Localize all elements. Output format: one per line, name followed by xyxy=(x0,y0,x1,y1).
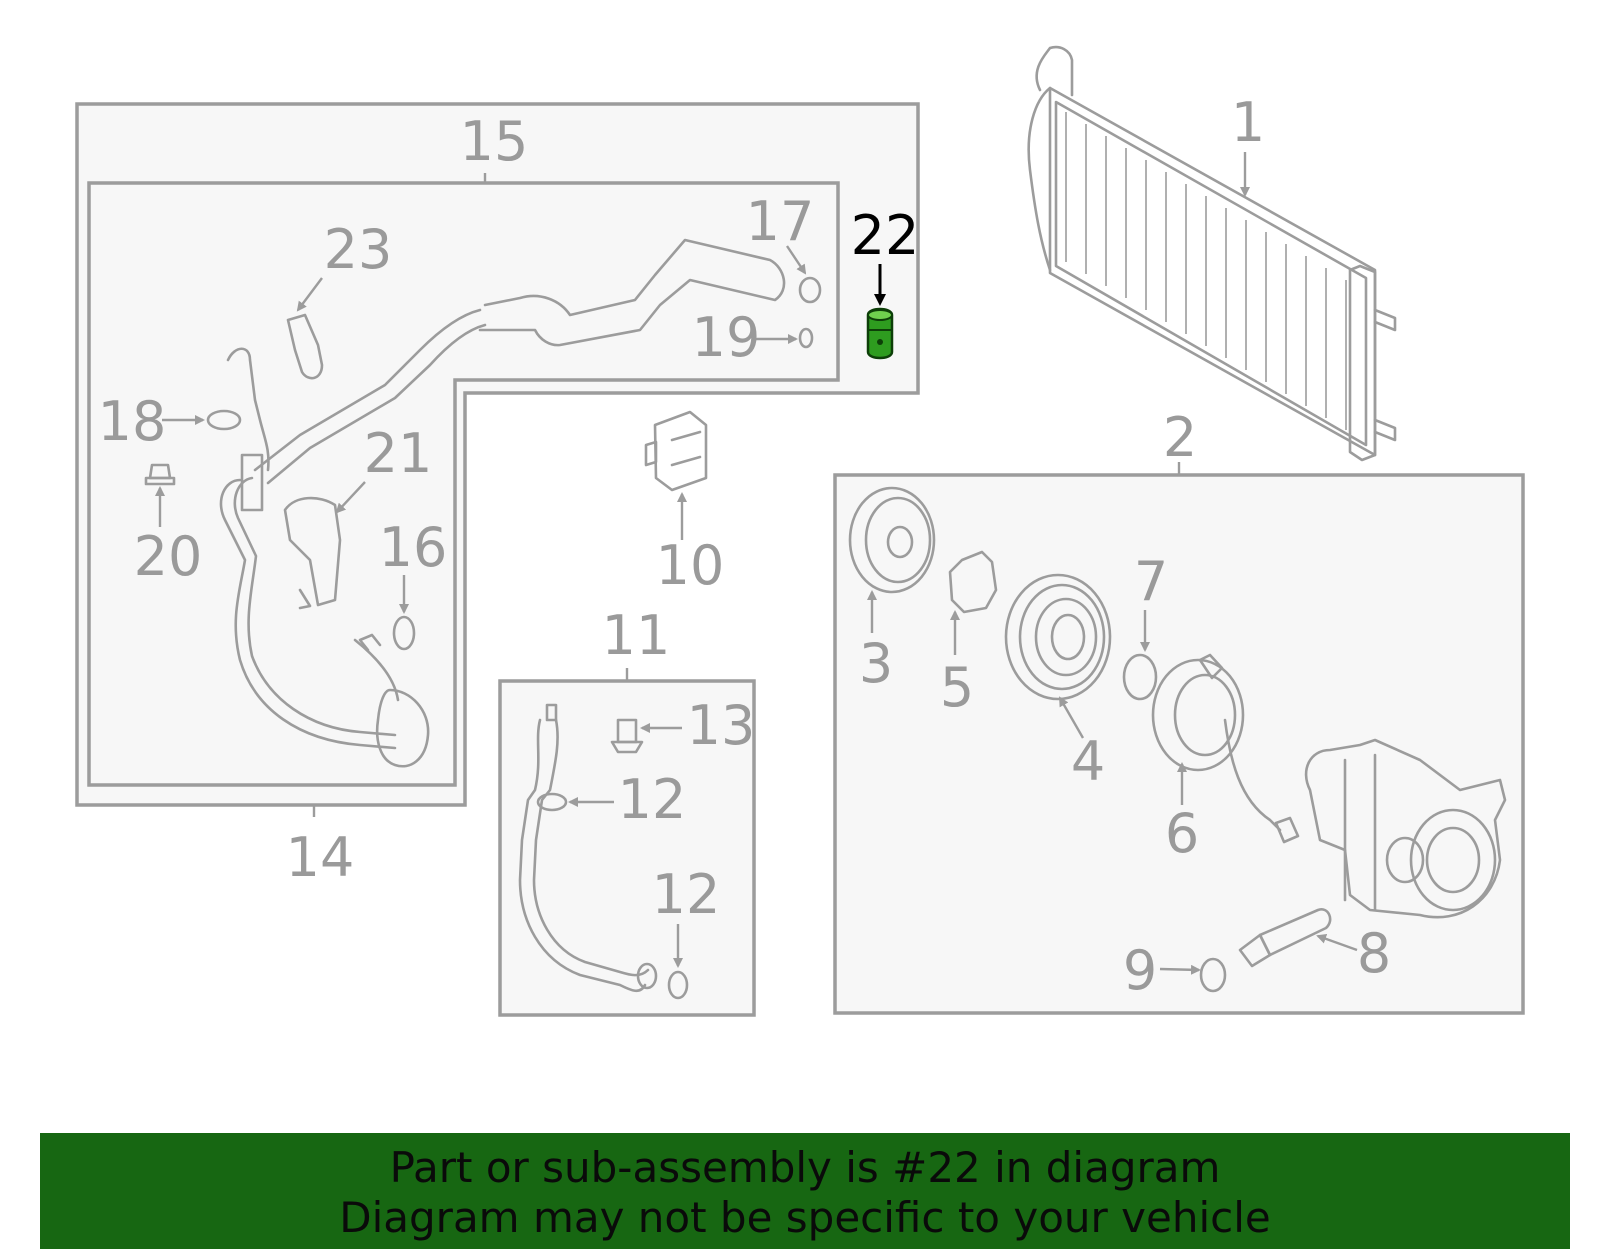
callout-5: 5 xyxy=(940,656,974,719)
callout-17: 17 xyxy=(746,190,815,253)
leader-21 xyxy=(335,481,366,514)
part-6-field-coil xyxy=(1151,653,1300,844)
callout-18: 18 xyxy=(98,390,167,453)
callout-9: 9 xyxy=(1123,939,1157,1002)
compressor-group-box xyxy=(833,473,1525,1015)
part-7-snap-ring xyxy=(1122,653,1158,701)
callout-2: 2 xyxy=(1163,406,1197,469)
part-23-sensor xyxy=(286,313,324,380)
callout-7: 7 xyxy=(1134,550,1168,613)
leader-23 xyxy=(296,277,323,312)
part-17-o-ring xyxy=(798,276,822,304)
part-5-shim xyxy=(948,550,998,614)
part-12-o-ring-b xyxy=(667,970,689,1000)
callout-20: 20 xyxy=(134,525,203,588)
compressor-part xyxy=(1304,738,1507,919)
part-12-o-ring-a xyxy=(536,792,568,812)
callout-15: 15 xyxy=(460,110,529,173)
info-banner: Part or sub-assembly is #22 in diagram D… xyxy=(40,1133,1570,1249)
part-8-pressure-switch xyxy=(1238,908,1332,968)
callout-21: 21 xyxy=(364,422,433,485)
leader-4 xyxy=(1058,696,1085,739)
part-21-bracket xyxy=(283,496,342,610)
part-9-o-ring xyxy=(1199,957,1227,993)
callout-1: 1 xyxy=(1231,91,1265,154)
part-3-clutch-hub xyxy=(848,486,936,594)
callout-13: 13 xyxy=(687,694,756,757)
part-10-expansion-valve xyxy=(644,410,708,492)
callout-12b: 12 xyxy=(652,863,721,926)
part-4-pulley xyxy=(1004,573,1112,701)
part-16-o-ring xyxy=(392,615,416,651)
banner-line-disclaimer: Diagram may not be specific to your vehi… xyxy=(339,1193,1271,1242)
hose-assembly-group-box-15 xyxy=(87,181,840,787)
suction-hose-part xyxy=(219,238,786,768)
callout-12a: 12 xyxy=(618,768,687,831)
callout-14: 14 xyxy=(286,826,355,889)
liquid-line-group-box xyxy=(498,679,756,1017)
condenser-part xyxy=(1027,45,1397,462)
callout-10: 10 xyxy=(656,534,725,597)
callout-11: 11 xyxy=(602,604,671,667)
callout-3: 3 xyxy=(859,632,893,695)
callout-16: 16 xyxy=(379,516,448,579)
leader-8 xyxy=(1316,933,1358,952)
leader-9 xyxy=(1159,964,1201,975)
part-20-valve-cap xyxy=(144,463,176,486)
part-22-highlighted xyxy=(866,307,894,360)
banner-line-part-number: Part or sub-assembly is #22 in diagram xyxy=(389,1143,1221,1192)
callout-19: 19 xyxy=(692,306,761,369)
part-19-o-ring xyxy=(798,327,814,349)
leader-17 xyxy=(786,245,807,275)
callout-4: 4 xyxy=(1071,730,1105,793)
part-13-valve-core xyxy=(610,718,644,754)
callout-23: 23 xyxy=(324,218,393,281)
callout-6: 6 xyxy=(1165,802,1199,865)
callout-8: 8 xyxy=(1357,922,1391,985)
part-18-o-ring xyxy=(206,409,242,431)
callout-22-highlighted: 22 xyxy=(851,204,920,267)
part-11-liquid-line xyxy=(518,703,658,993)
